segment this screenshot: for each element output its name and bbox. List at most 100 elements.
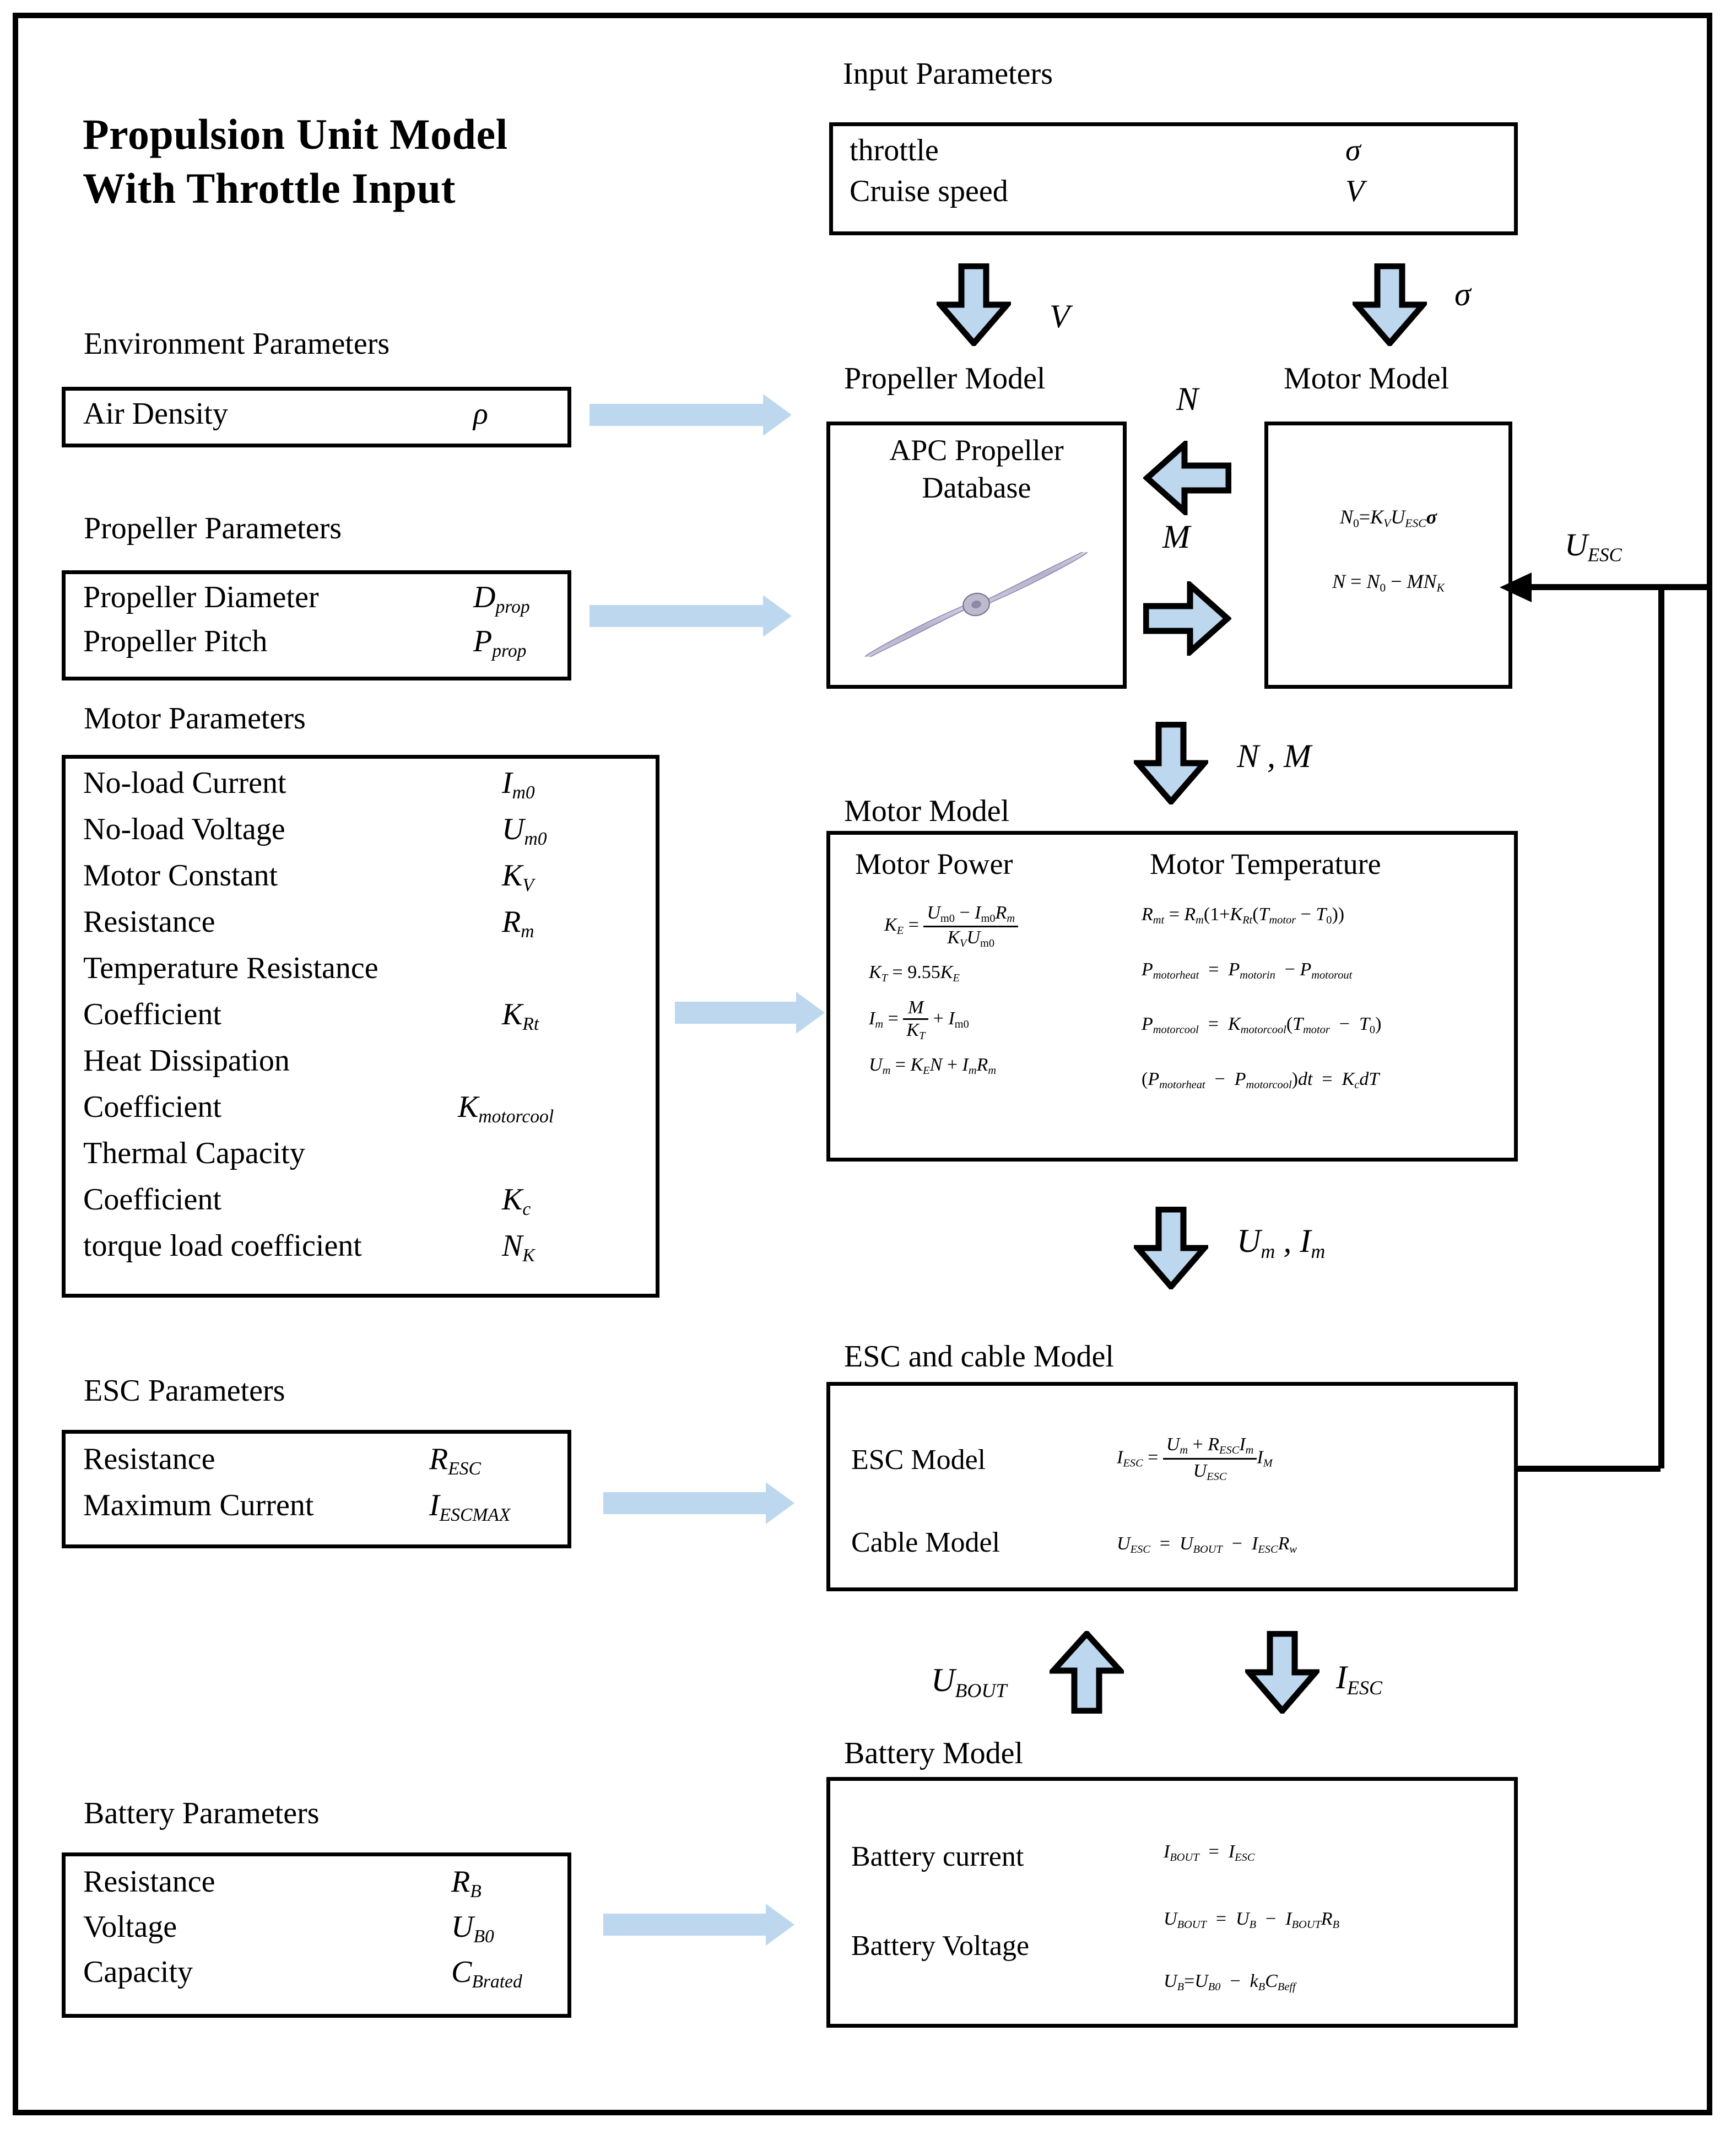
input-row-throttle-label: throttle [850, 133, 939, 168]
flow-label-iesc: IESC [1336, 1659, 1382, 1699]
bat-row-2-symbol: CBrated [451, 1955, 522, 1992]
esc-row-0-symbol: RESC [429, 1442, 481, 1479]
input-parameters-box: throttle σ Cruise speed V [829, 122, 1518, 235]
motor-param-label: torque load coefficient [83, 1229, 362, 1263]
motor-param-label: Coefficient [83, 1090, 221, 1124]
input-row-throttle-symbol: σ [1345, 133, 1361, 168]
esc-model-row-label: ESC Model [851, 1444, 986, 1476]
flow-arrow-nm [1134, 722, 1208, 804]
bat-row-0-symbol: RB [451, 1865, 482, 1902]
eq-pmotorcool: Pmotorcool = Kmotorcool(Tmotor − T0) [1142, 1014, 1382, 1036]
motor-param-row: Coefficient KRt [83, 997, 656, 1043]
battery-parameters-box: Resistance RB Voltage UB0 Capacity CBrat… [62, 1852, 571, 2018]
flow-arrow-ubout [1050, 1631, 1124, 1714]
flow-arrow-sigma [1353, 263, 1427, 346]
motor-model-mid-box: Motor Power Motor Temperature KE = Um0 −… [826, 831, 1518, 1162]
flow-label-v: V [1050, 298, 1070, 334]
motor-power-equations: KE = Um0 − Im0Rm KVUm0 KT = 9.55KE Im = … [863, 904, 1122, 1091]
motor-param-label: Motor Constant [83, 858, 278, 893]
esc-model-equation: IESC = Um + RESCIm UESC IM [1117, 1434, 1273, 1483]
motor-model-top-box: N0=KVUESCσ N = N0 − MNK [1264, 422, 1512, 689]
battery-model-caption: Battery Model [844, 1736, 1024, 1770]
prop-row-1-label: Propeller Pitch [83, 624, 268, 658]
apc-database-line1: APC Propeller [889, 434, 1064, 467]
esc-parameters-box: Resistance RESC Maximum Current IESCMAX [62, 1430, 571, 1548]
motor-param-symbol: KRt [502, 997, 539, 1035]
flow-label-n: N [1176, 381, 1199, 417]
feedback-label-uesc: UESC [1565, 527, 1622, 566]
page-title: Propulsion Unit Model With Throttle Inpu… [83, 110, 508, 213]
cable-model-equation: UESC = UBOUT − IESCRw [1117, 1533, 1297, 1556]
feedback-line-top [1514, 584, 1707, 590]
env-row-0-label: Air Density [83, 397, 228, 431]
flow-label-nm: N , M [1237, 738, 1311, 774]
motor-param-symbol: Rm [502, 905, 534, 942]
battery-parameters-caption: Battery Parameters [84, 1796, 320, 1830]
esc-row-1-label: Maximum Current [83, 1488, 314, 1522]
flow-arrow-iesc [1245, 1631, 1319, 1714]
esc-row-0-label: Resistance [83, 1442, 215, 1476]
esc-model-box: ESC Model IESC = Um + RESCIm UESC IM Cab… [826, 1382, 1518, 1591]
propeller-model-box: APC Propeller Database [826, 422, 1127, 689]
eq-ke: KE = Um0 − Im0Rm KVUm0 [884, 904, 1122, 949]
motor-param-row: Heat Dissipation [83, 1043, 656, 1089]
eq-im: Im = M KT + Im0 [869, 997, 969, 1042]
flow-label-um-im: Um , Im [1237, 1223, 1326, 1262]
motor-temperature-equations: Rmt = Rm(1+KRt(Tmotor − T0)) Pmotorheat … [1142, 905, 1505, 1105]
battery-voltage-equation-a: UBOUT = UB − IBOUTRB [1164, 1909, 1340, 1931]
motor-model-top-caption: Motor Model [1284, 361, 1450, 396]
propeller-model-caption: Propeller Model [844, 361, 1046, 396]
propeller-parameters-box: Propeller Diameter Dprop Propeller Pitch… [62, 570, 571, 680]
motor-param-label: Coefficient [83, 997, 221, 1031]
bat-row-1-symbol: UB0 [451, 1910, 494, 1947]
motor-param-label: No-load Current [83, 766, 286, 800]
motor-parameters-caption: Motor Parameters [84, 701, 306, 736]
flow-arrow-n [1143, 441, 1231, 515]
feedback-line-vertical [1658, 584, 1664, 1468]
motor-power-header: Motor Power [855, 847, 1013, 881]
flow-arrow-um-im [1134, 1207, 1208, 1289]
flow-arrow-v [937, 263, 1011, 346]
motor-param-row: Thermal Capacity [83, 1136, 656, 1182]
cable-model-row-label: Cable Model [851, 1527, 1001, 1558]
input-row-cruise-label: Cruise speed [850, 174, 1008, 208]
eq-heatbalance: (Pmotorheat − Pmotorcool)dt = KcdT [1142, 1068, 1380, 1091]
prop-row-0-symbol: Dprop [473, 580, 530, 618]
eq-kt: KT = 9.55KE [869, 962, 960, 985]
prop-row-1-symbol: Pprop [473, 624, 527, 662]
input-row-cruise-symbol: V [1345, 174, 1365, 208]
input-parameters-caption: Input Parameters [843, 57, 1053, 91]
battery-model-box: Battery current IBOUT = IESC Battery Vol… [826, 1777, 1518, 2028]
motor-param-symbol: Kc [502, 1182, 531, 1220]
propeller-parameters-caption: Propeller Parameters [84, 511, 342, 545]
battery-current-equation: IBOUT = IESC [1164, 1841, 1255, 1864]
propeller-illustration [844, 549, 1108, 660]
feedback-arrowhead [1500, 570, 1534, 607]
motor-param-symbol: Um0 [502, 812, 547, 850]
diagram-frame [13, 13, 1712, 2115]
esc-model-caption: ESC and cable Model [844, 1339, 1114, 1374]
eq-rmt: Rmt = Rm(1+KRt(Tmotor − T0)) [1142, 904, 1345, 927]
motor-top-eq-1: N0=KVUESCσ [1339, 506, 1437, 530]
motor-param-label: Coefficient [83, 1182, 221, 1217]
environment-parameters-box: Air Density ρ [62, 387, 571, 447]
motor-param-label: Thermal Capacity [83, 1136, 305, 1170]
motor-param-label: Heat Dissipation [83, 1044, 290, 1078]
motor-temperature-header: Motor Temperature [1150, 847, 1381, 881]
motor-param-label: Resistance [83, 905, 215, 939]
motor-top-eq-2: N = N0 − MNK [1332, 570, 1445, 595]
apc-database-line2: Database [922, 471, 1031, 504]
motor-param-row: Temperature Resistance [83, 950, 656, 997]
motor-model-mid-caption: Motor Model [844, 794, 1010, 828]
environment-parameters-caption: Environment Parameters [84, 327, 390, 361]
flow-label-m: M [1162, 518, 1190, 555]
battery-voltage-equation-b: UB=UB0 − kBCBeff [1164, 1971, 1296, 1994]
esc-parameters-caption: ESC Parameters [84, 1374, 285, 1408]
flow-label-sigma: σ [1454, 276, 1471, 312]
eq-pmotorheat: Pmotorheat = Pmotorin − Pmotorout [1142, 959, 1353, 981]
